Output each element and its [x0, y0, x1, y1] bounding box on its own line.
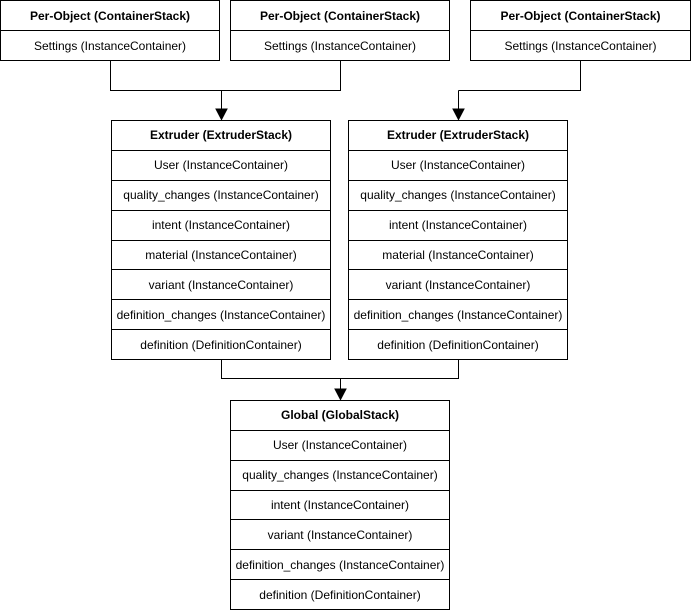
- stack-row-quality-changes: quality_changes (InstanceContainer): [112, 179, 330, 210]
- stack-title: Per-Object (ContainerStack): [29, 8, 191, 23]
- extruder-stack-2: Extruder (ExtruderStack) User (InstanceC…: [348, 120, 568, 360]
- stack-title: Per-Object (ContainerStack): [259, 8, 421, 23]
- stack-row-intent: intent (InstanceContainer): [112, 209, 330, 240]
- edge-perobject3-bus: [458, 61, 581, 91]
- stack-row-definition: definition (DefinitionContainer): [231, 579, 449, 609]
- arrowhead-global: [334, 388, 347, 401]
- edge-extruders-bus: [221, 360, 459, 379]
- stack-row-user: User (InstanceContainer): [349, 149, 567, 180]
- stack-title: Extruder (ExtruderStack): [149, 128, 293, 143]
- stack-row-variant: variant (InstanceContainer): [349, 269, 567, 299]
- stack-row-user: User (InstanceContainer): [231, 429, 449, 460]
- edge-perobject1-bus: [110, 61, 341, 91]
- stack-row-definition-changes: definition_changes (InstanceContainer): [112, 299, 330, 329]
- stack-row-intent: intent (InstanceContainer): [349, 209, 567, 240]
- stack-row-definition: definition (DefinitionContainer): [112, 329, 330, 359]
- stack-row-settings: Settings (InstanceContainer): [471, 30, 690, 60]
- stack-row-intent: intent (InstanceContainer): [231, 489, 449, 520]
- arrowhead-extruder2: [452, 108, 465, 121]
- stack-row-settings: Settings (InstanceContainer): [1, 30, 219, 60]
- per-object-stack-2: Per-Object (ContainerStack) Settings (In…: [230, 0, 450, 61]
- stack-row-variant: variant (InstanceContainer): [231, 519, 449, 549]
- stack-row-variant: variant (InstanceContainer): [112, 269, 330, 299]
- stack-title: Global (GlobalStack): [280, 408, 400, 423]
- stack-row-definition: definition (DefinitionContainer): [349, 329, 567, 359]
- per-object-stack-3: Per-Object (ContainerStack) Settings (In…: [470, 0, 691, 61]
- stack-row-settings: Settings (InstanceContainer): [231, 30, 449, 60]
- stack-row-definition-changes: definition_changes (InstanceContainer): [349, 299, 567, 329]
- global-stack: Global (GlobalStack) User (InstanceConta…: [230, 400, 450, 610]
- arrowhead-extruder1: [215, 108, 228, 121]
- stack-row-quality-changes: quality_changes (InstanceContainer): [231, 459, 449, 490]
- per-object-stack-1: Per-Object (ContainerStack) Settings (In…: [0, 0, 220, 61]
- stack-title: Extruder (ExtruderStack): [386, 128, 530, 143]
- stack-row-material: material (InstanceContainer): [112, 239, 330, 270]
- extruder-stack-1: Extruder (ExtruderStack) User (InstanceC…: [111, 120, 331, 360]
- stack-title: Per-Object (ContainerStack): [500, 8, 661, 23]
- stack-row-definition-changes: definition_changes (InstanceContainer): [231, 549, 449, 579]
- stack-row-user: User (InstanceContainer): [112, 149, 330, 180]
- stack-row-quality-changes: quality_changes (InstanceContainer): [349, 179, 567, 210]
- stack-row-material: material (InstanceContainer): [349, 239, 567, 270]
